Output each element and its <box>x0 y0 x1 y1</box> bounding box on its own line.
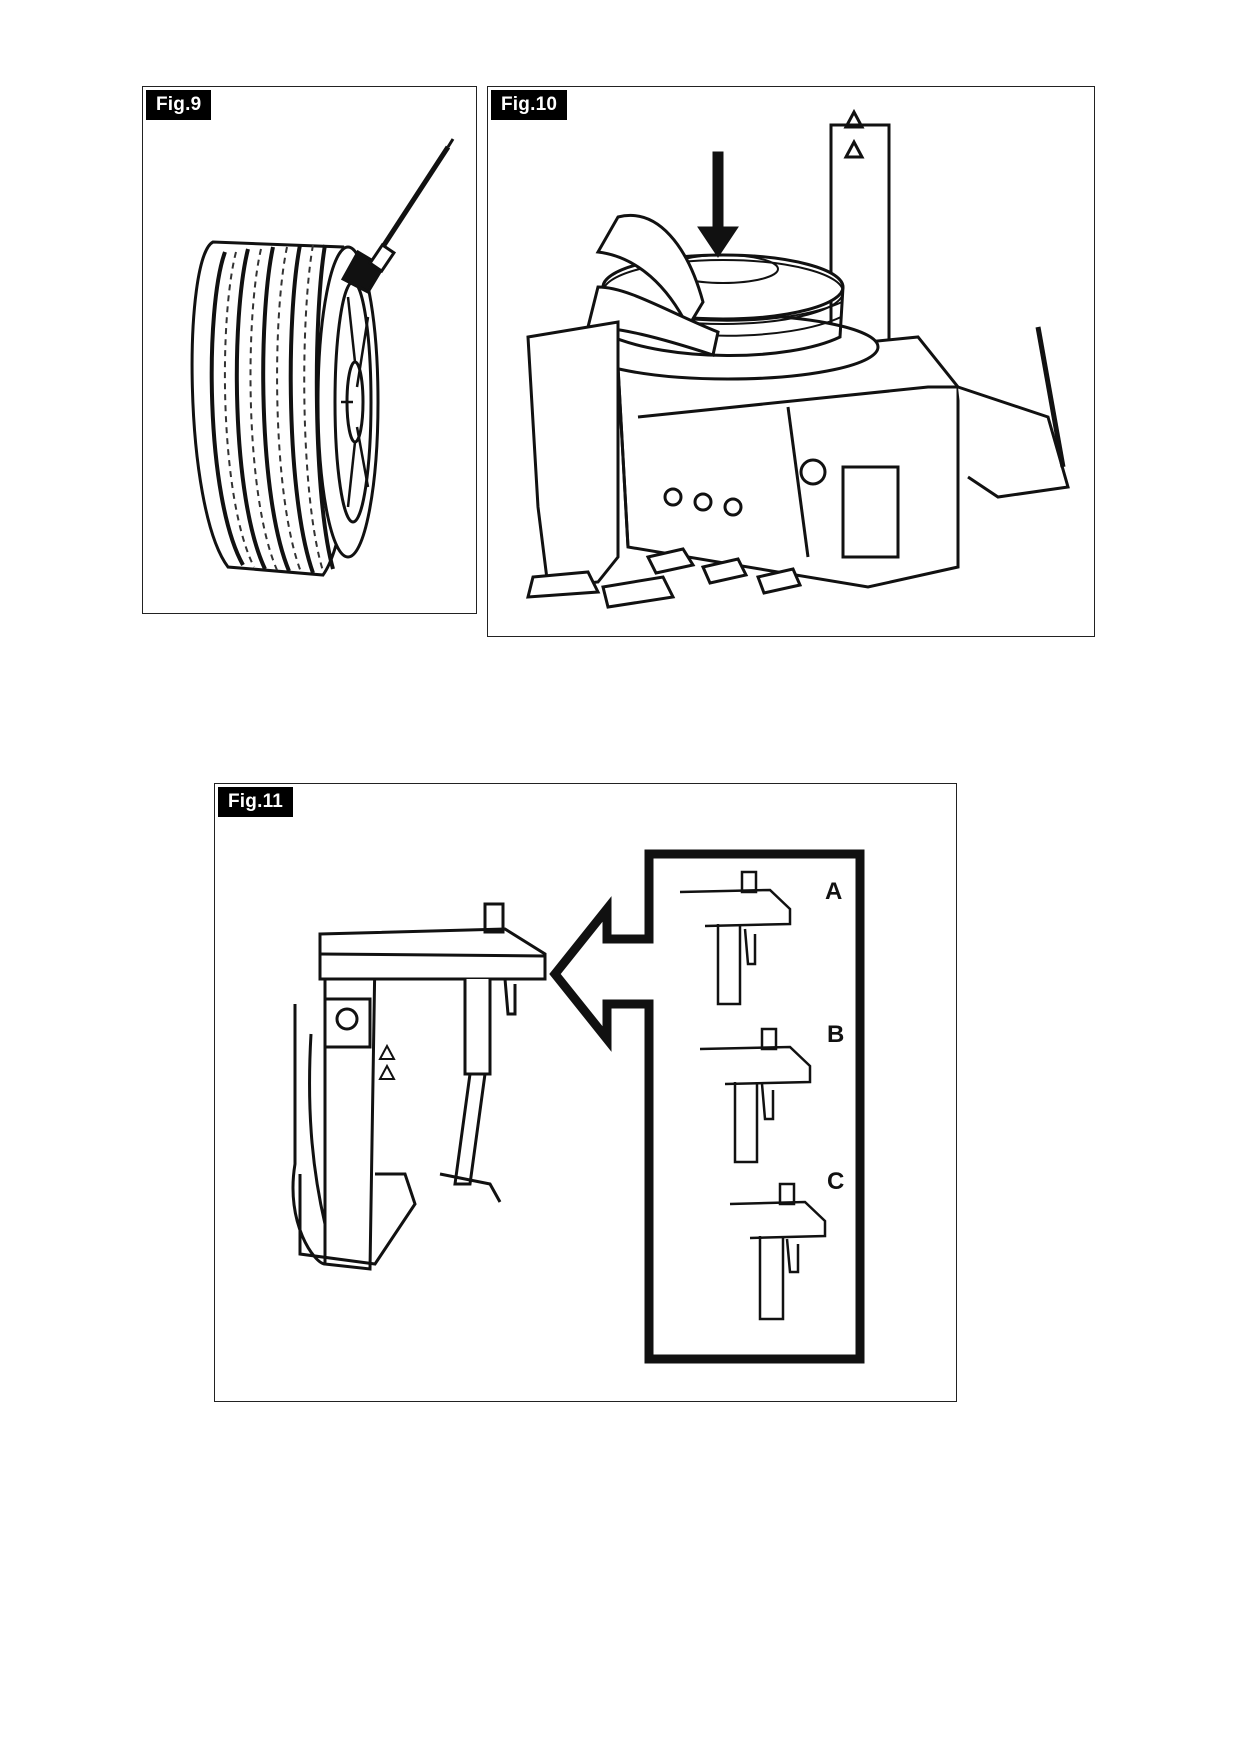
inset-letter-a: A <box>825 878 842 905</box>
figure-11-panel: Fig.11 <box>214 783 957 1402</box>
pointer-arrow <box>549 849 865 1364</box>
tyre-changer-illustration <box>526 108 1070 609</box>
inset-letter-c: C <box>827 1168 844 1195</box>
figure-9-label: Fig.9 <box>146 90 212 120</box>
figure-11-label: Fig.11 <box>218 787 294 817</box>
figure-10-label: Fig.10 <box>491 90 568 120</box>
inset-letter-b: B <box>827 1021 844 1048</box>
figure-10-panel: Fig.10 <box>487 86 1095 637</box>
mount-head-illustration: A B C <box>291 849 865 1364</box>
figure-9-panel: Fig.9 <box>142 86 477 614</box>
tyre-illustration <box>190 138 455 577</box>
